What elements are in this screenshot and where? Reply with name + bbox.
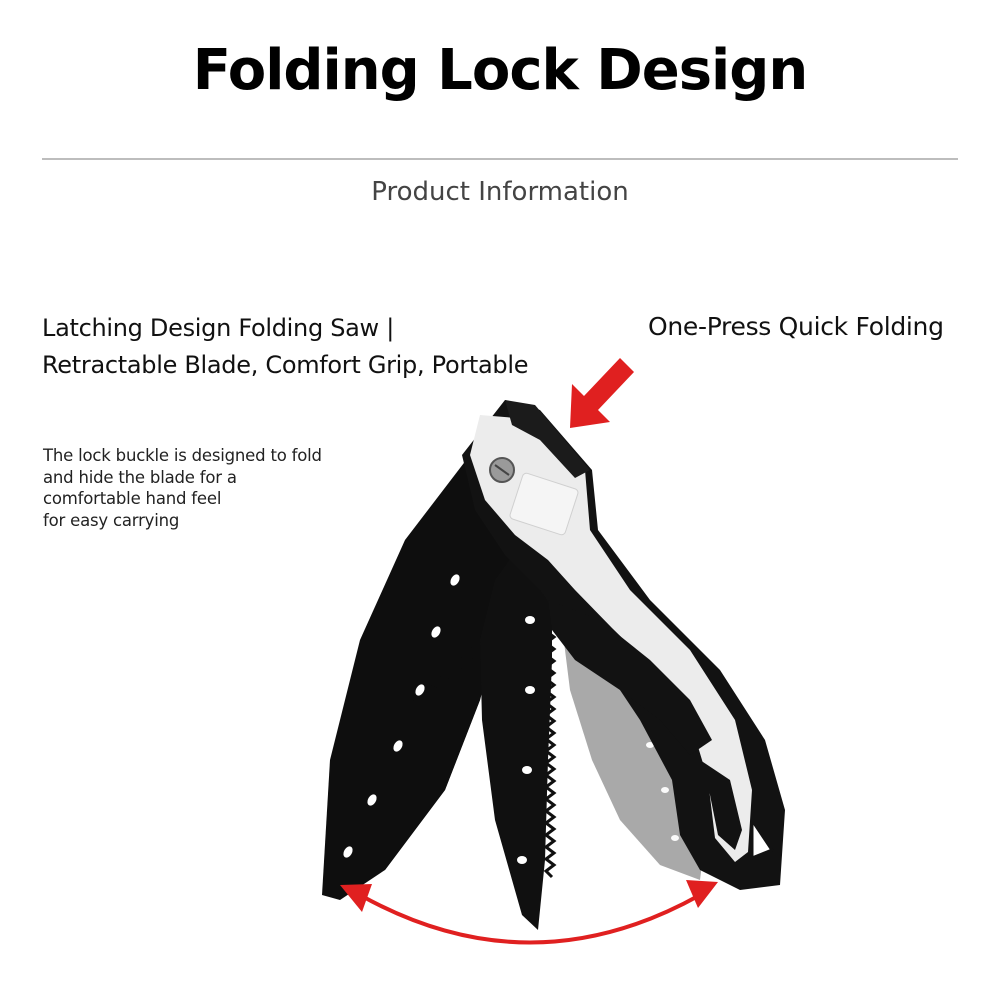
down-left-arrow-icon [570,358,634,428]
description-line-3: comfortable hand feel [43,489,222,508]
feature-headline: Latching Design Folding Saw | Retractabl… [42,310,529,384]
description-line-1: The lock buckle is designed to fold [43,446,322,465]
saw-blade-middle [480,545,557,930]
feature-line-2: Retractable Blade, Comfort Grip, Portabl… [42,351,529,379]
page-title: Folding Lock Design [192,38,808,103]
description: The lock buckle is designed to fold and … [43,445,322,531]
section-subtitle: Product Information [371,177,629,207]
description-line-4: for easy carrying [43,510,180,530]
double-headed-curved-arrow-icon [340,880,718,945]
quick-folding-label: One-Press Quick Folding [648,312,944,341]
saw-blade-open [322,455,528,900]
saw-blade-folded [560,610,705,880]
divider [42,158,958,160]
saw-handle [462,400,785,890]
feature-line-1: Latching Design Folding Saw | [42,314,394,342]
description-line-2: and hide the blade for a [43,467,237,487]
